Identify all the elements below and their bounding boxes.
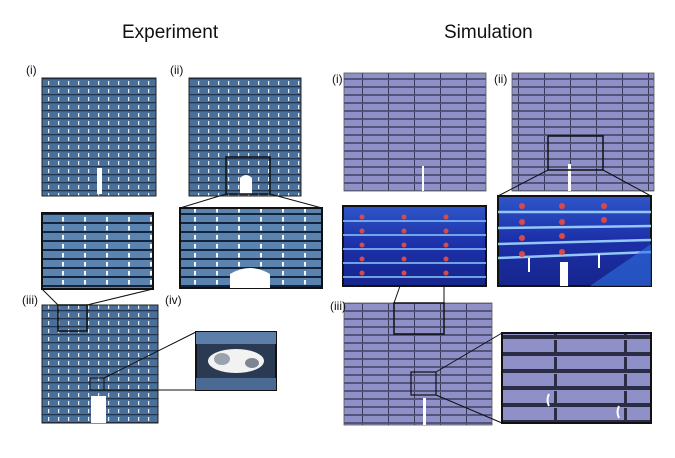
sim-panel-i	[343, 72, 487, 192]
simulation-heading: Simulation	[444, 22, 533, 43]
label-exp-i: (i)	[26, 63, 37, 77]
exp-panel-i	[41, 77, 157, 197]
sim-panel-iii	[343, 302, 503, 426]
label-sim-ii: (ii)	[494, 72, 508, 86]
sim-zoom-detail	[501, 332, 652, 424]
label-exp-iv: (iv)	[165, 293, 182, 307]
exp-panel-iii	[41, 304, 197, 424]
label-sim-iii: (iii)	[330, 299, 346, 313]
sim-panel-ii	[497, 72, 655, 197]
exp-panel-ii	[188, 77, 302, 197]
experiment-heading: Experiment	[122, 22, 219, 43]
exp-zoom-right	[179, 193, 323, 289]
sim-field-right	[497, 195, 652, 287]
label-exp-ii: (ii)	[170, 63, 184, 77]
exp-panel-iv	[195, 331, 277, 391]
label-exp-iii: (iii)	[22, 293, 38, 307]
sim-field-left	[342, 205, 487, 304]
exp-zoom-left	[41, 212, 154, 306]
label-sim-i: (i)	[332, 72, 343, 86]
